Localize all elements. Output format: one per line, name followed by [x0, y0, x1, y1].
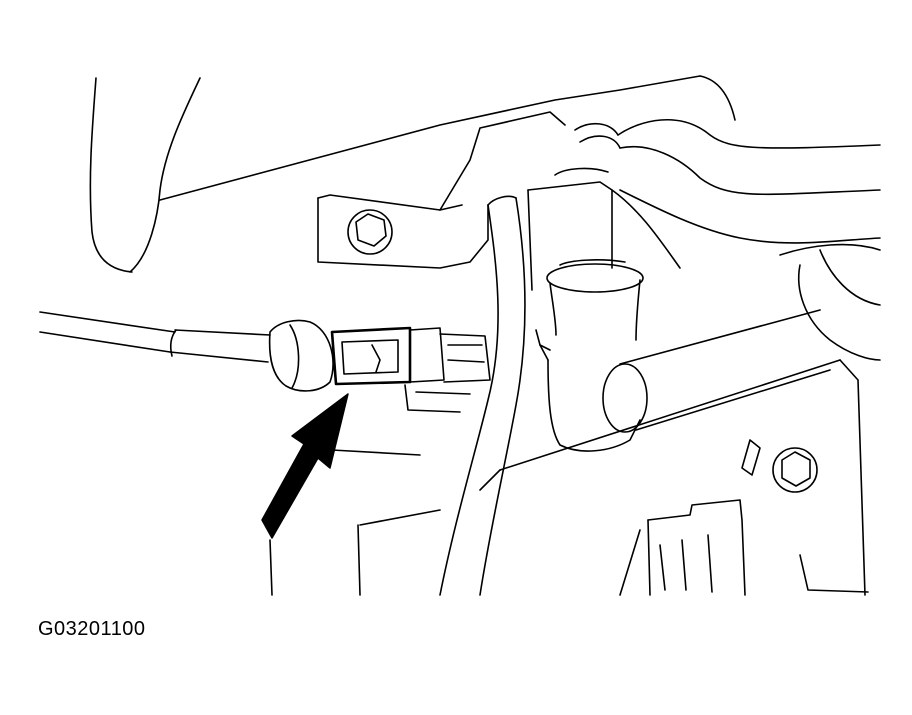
upper-body-panel: [89, 75, 736, 273]
wire-harness: [39, 311, 334, 392]
arrow-icon: [261, 393, 349, 539]
figure-id-label: G03201100: [38, 618, 146, 640]
lower-bolt-icon: [772, 447, 818, 493]
sensor-housing: [527, 167, 644, 452]
bracket-bolt-icon: [347, 209, 393, 255]
lower-frame: [269, 359, 869, 596]
lower-right-bracket: [647, 439, 818, 596]
elbow-pipe: [602, 243, 881, 433]
upper-right-hose: [574, 118, 881, 269]
vertical-hose: [439, 195, 526, 596]
mounting-bracket: [317, 111, 566, 269]
electrical-connector: [330, 326, 491, 413]
